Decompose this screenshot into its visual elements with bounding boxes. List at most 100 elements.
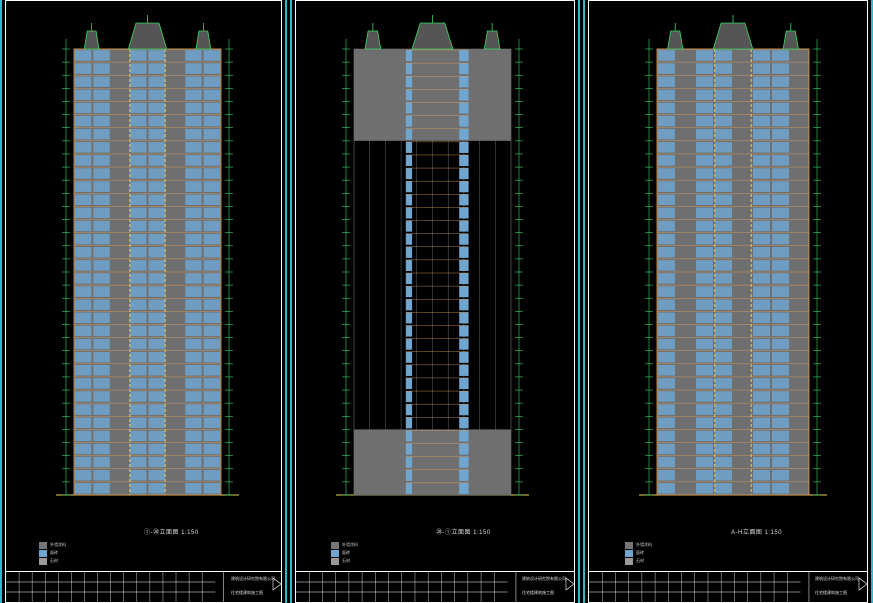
window [405, 246, 413, 258]
window [658, 128, 675, 140]
window [405, 194, 413, 206]
window [658, 351, 675, 363]
window [772, 417, 789, 429]
window [696, 260, 713, 271]
window [696, 351, 713, 363]
window [459, 469, 469, 481]
window [148, 76, 165, 87]
logo-mark [272, 577, 282, 591]
window [753, 76, 770, 87]
window [696, 456, 713, 468]
window [696, 89, 713, 101]
elevation-drawing-2[interactable] [296, 1, 578, 571]
window [753, 181, 770, 192]
window [185, 115, 202, 127]
roof-spire [483, 30, 501, 50]
drawing-sheet-3: A-H立面图 1:150 外墙涂料 面砖 石材 建筑设计研究院有限公司 住宅楼建… [583, 0, 873, 603]
window [93, 456, 110, 468]
window [459, 364, 469, 376]
window [185, 483, 202, 494]
window [203, 260, 220, 271]
window [753, 312, 770, 324]
window [130, 351, 147, 363]
window [203, 456, 220, 468]
window [185, 76, 202, 87]
window [459, 482, 469, 494]
window [93, 260, 110, 271]
window [75, 168, 92, 179]
window [405, 312, 413, 324]
window [753, 220, 770, 232]
window [696, 391, 713, 402]
window [696, 168, 713, 179]
window [185, 469, 202, 481]
window [753, 142, 770, 153]
window [715, 443, 732, 455]
window [715, 115, 732, 127]
window [715, 50, 732, 61]
window [203, 325, 220, 337]
window [772, 351, 789, 363]
window [148, 102, 165, 114]
window [203, 220, 220, 232]
window [459, 194, 469, 206]
project-name: 住宅楼建筑施工图 [815, 590, 847, 595]
window [405, 469, 413, 481]
window [658, 63, 675, 74]
window [753, 430, 770, 442]
roof-spire [782, 30, 799, 50]
window [75, 351, 92, 363]
window [405, 430, 413, 442]
window [130, 233, 147, 245]
window [185, 128, 202, 140]
window [130, 181, 147, 192]
window [203, 483, 220, 494]
window [75, 142, 92, 153]
roof-spire [667, 30, 684, 50]
window [405, 102, 413, 114]
window [772, 312, 789, 324]
window [93, 417, 110, 429]
window [658, 483, 675, 494]
sheet-border: A-H立面图 1:150 外墙涂料 面砖 石材 建筑设计研究院有限公司 住宅楼建… [588, 0, 868, 603]
window [203, 155, 220, 166]
window [753, 260, 770, 271]
window [75, 181, 92, 192]
window [203, 378, 220, 389]
window [696, 404, 713, 415]
window [203, 207, 220, 219]
window [148, 469, 165, 481]
window [148, 325, 165, 337]
window [185, 194, 202, 206]
window [93, 365, 110, 376]
window [658, 430, 675, 442]
window [772, 456, 789, 468]
window [203, 469, 220, 481]
window [75, 443, 92, 455]
window [130, 430, 147, 442]
window [658, 220, 675, 232]
window [405, 154, 413, 167]
window [753, 233, 770, 245]
elevation-drawing-1[interactable] [6, 1, 285, 571]
window [148, 89, 165, 101]
elevation-drawing-3[interactable] [589, 1, 871, 571]
sheet-border: ①-⑳立面图 1:150 外墙涂料 面砖 石材 建筑设计研究院有限公司 住宅楼建… [5, 0, 282, 603]
base-mass [354, 429, 511, 495]
window [130, 443, 147, 455]
window [148, 338, 165, 350]
window [75, 50, 92, 61]
window [148, 299, 165, 310]
window [715, 312, 732, 324]
window [459, 128, 469, 140]
window [93, 63, 110, 74]
company-name: 建筑设计研究院有限公司 [522, 576, 566, 581]
window [185, 50, 202, 61]
window [715, 128, 732, 140]
window [148, 50, 165, 61]
window [93, 404, 110, 415]
window [75, 378, 92, 389]
window [93, 115, 110, 127]
window [185, 142, 202, 153]
window [696, 142, 713, 153]
